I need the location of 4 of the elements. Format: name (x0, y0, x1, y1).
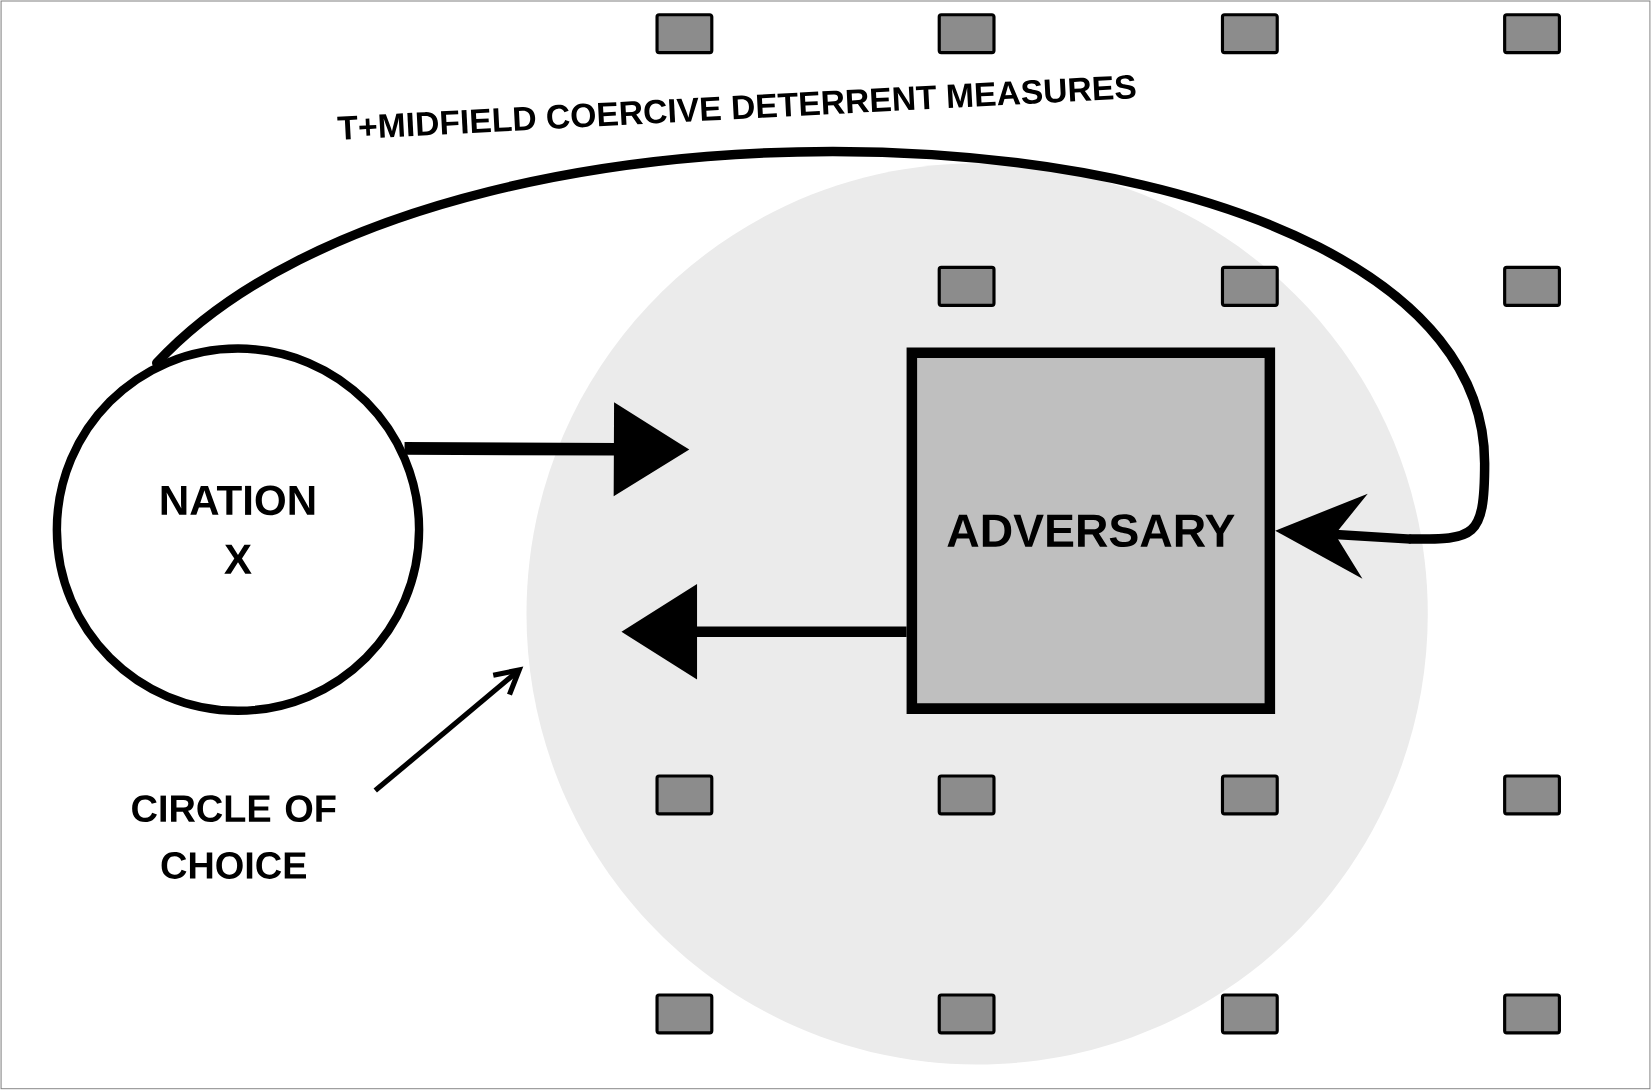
adversary-box: ADVERSARY (906, 347, 1276, 714)
edge-label: T+MIDFIELD COERCIVE DETERRENT MEASURES (337, 75, 1136, 140)
circle-of-choice-label: CIRCLE OF CHOICE (132, 795, 336, 880)
leader-line (373, 666, 524, 793)
